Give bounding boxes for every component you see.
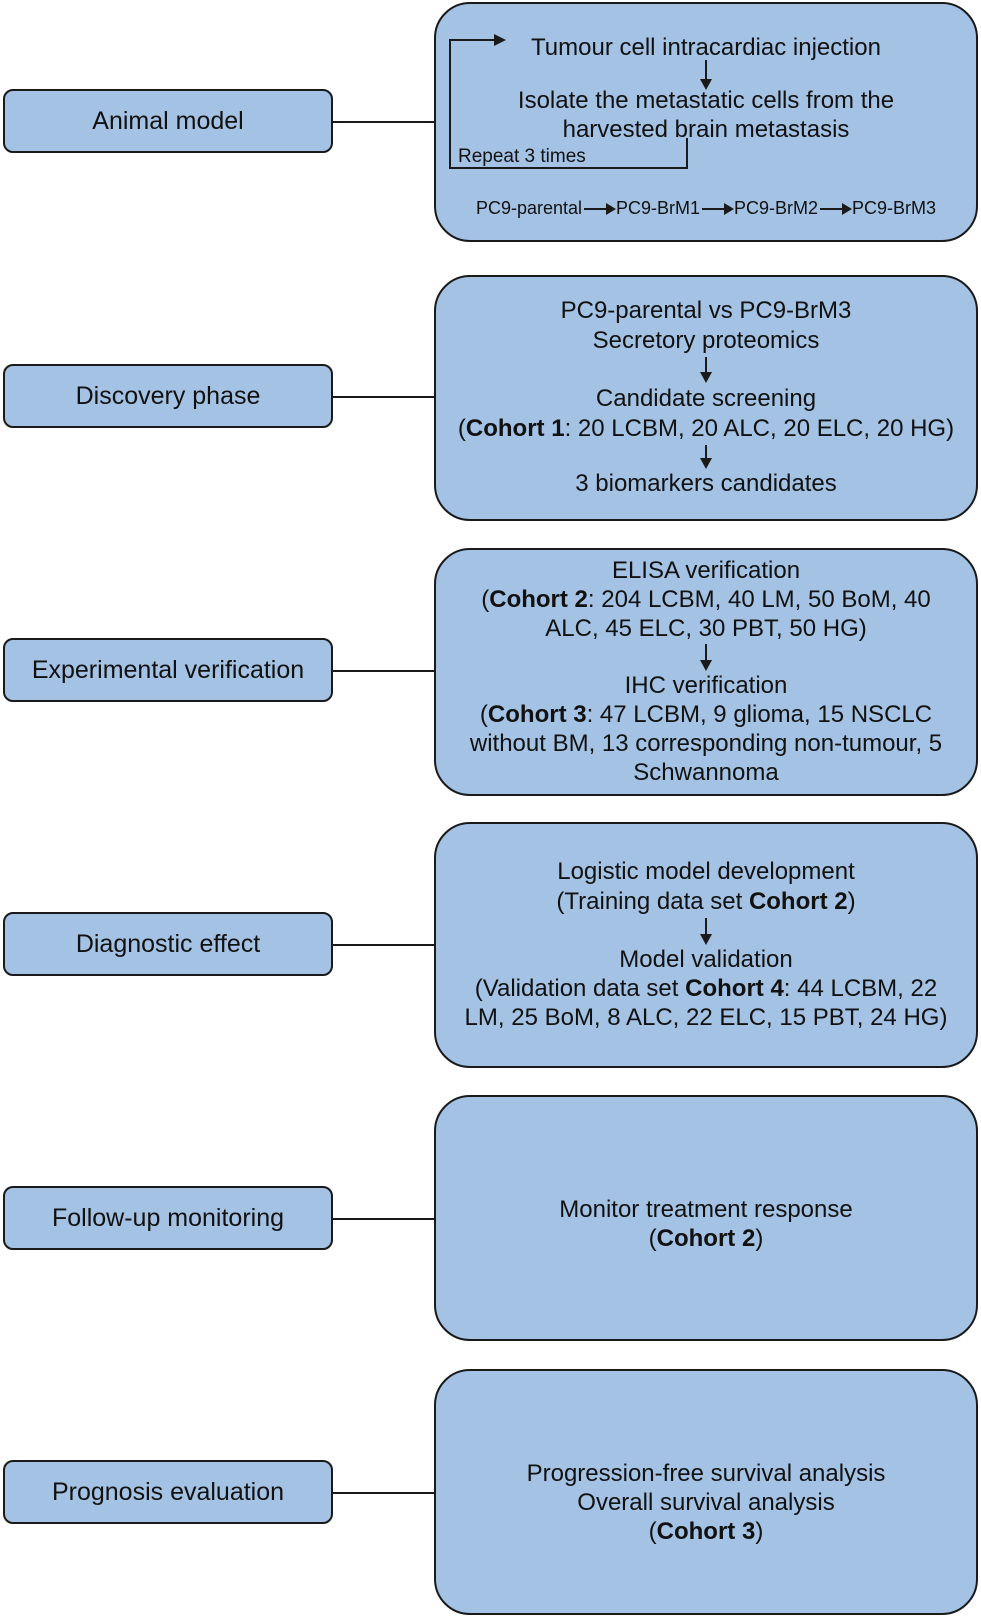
paren: ( [479, 701, 488, 728]
label-text: Diagnostic effect [75, 929, 261, 958]
paren: ) [755, 1518, 764, 1545]
connector-line [333, 1218, 435, 1220]
text-line: Model validation [619, 946, 793, 973]
step-isolate-line2: harvested brain metastasis [562, 116, 850, 143]
cohort-detail: : 20 LCBM, 20 ALC, 20 ELC, 20 HG) [564, 415, 955, 442]
cohort-line: (Cohort 3: 47 LCBM, 9 glioma, 15 NSCLC [436, 700, 976, 730]
text-line: Schwannoma [633, 759, 779, 786]
cohort-line: (Cohort 1: 20 LCBM, 20 ALC, 20 ELC, 20 H… [436, 414, 976, 444]
training-line: (Training data set Cohort 2) [436, 887, 976, 917]
text-line: ELISA verification [611, 557, 801, 584]
text-prefix: (Training data set [556, 888, 749, 915]
detail-box-animal-model: Tumour cell intracardiac injection Isola… [434, 2, 978, 242]
down-arrow [700, 918, 712, 945]
chain-item: PC9-BrM2 [734, 198, 819, 218]
repeat-loop-arrow [448, 33, 688, 169]
detail-box-discovery: PC9-parental vs PC9-BrM3 Secretory prote… [434, 275, 978, 521]
label-text: Experimental verification [31, 655, 305, 684]
text-line: Secretory proteomics [592, 327, 820, 354]
down-arrow [700, 644, 712, 671]
text-line: Progression-free survival analysis [526, 1460, 886, 1487]
text-suffix: : 44 LCBM, 22 [783, 975, 938, 1002]
paren: ( [648, 1225, 657, 1252]
paren: ( [481, 586, 490, 613]
right-arrow [702, 202, 735, 215]
label-text: Prognosis evaluation [51, 1477, 285, 1506]
cohort-name: Cohort 2 [489, 586, 588, 613]
detail-box-diagnostic: Logistic model development (Training dat… [434, 822, 978, 1068]
right-arrow [820, 202, 853, 215]
paren: ( [457, 415, 466, 442]
cohort-line: (Cohort 3) [436, 1517, 976, 1547]
text-line: PC9-parental vs PC9-BrM3 [560, 297, 852, 324]
cohort-name: Cohort 3 [656, 1518, 756, 1545]
text-suffix: ) [847, 888, 856, 915]
connector-line [333, 396, 435, 398]
label-text: Follow-up monitoring [51, 1203, 285, 1232]
label-animal-model: Animal model [3, 89, 333, 153]
cohort-detail: : 47 LCBM, 9 glioma, 15 NSCLC [586, 701, 933, 728]
text-line: LM, 25 BoM, 8 ALC, 22 ELC, 15 PBT, 24 HG… [464, 1004, 948, 1031]
text-line: Logistic model development [557, 858, 855, 885]
cell-line-chain: PC9-parental PC9-BrM1 PC9-BrM2 PC9-BrM3 [436, 198, 976, 219]
cohort-detail: : 204 LCBM, 40 LM, 50 BoM, 40 [587, 586, 931, 613]
text-line: Candidate screening [595, 385, 817, 412]
connector-line [333, 121, 435, 123]
cohort-name: Cohort 2 [656, 1225, 756, 1252]
label-discovery-phase: Discovery phase [3, 364, 333, 428]
label-text: Animal model [92, 106, 244, 135]
text-line: Overall survival analysis [577, 1489, 835, 1516]
validation-line: (Validation data set Cohort 4: 44 LCBM, … [436, 974, 976, 1004]
text-line: without BM, 13 corresponding non-tumour,… [469, 730, 943, 757]
paren: ( [648, 1518, 657, 1545]
step-injection: Tumour cell intracardiac injection [531, 34, 881, 61]
cohort-line: (Cohort 2: 204 LCBM, 40 LM, 50 BoM, 40 [436, 585, 976, 615]
detail-box-prognosis: Progression-free survival analysis Overa… [434, 1369, 978, 1615]
label-experimental-verification: Experimental verification [3, 638, 333, 702]
detail-box-verification: ELISA verification (Cohort 2: 204 LCBM, … [434, 548, 978, 796]
down-arrow [700, 445, 712, 469]
connector-line [333, 1492, 435, 1494]
chain-item: PC9-BrM1 [616, 198, 701, 218]
connector-line [333, 670, 435, 672]
cohort-name: Cohort 1 [465, 415, 565, 442]
text-line: IHC verification [624, 672, 788, 699]
detail-box-follow-up: Monitor treatment response (Cohort 2) [434, 1095, 978, 1341]
down-arrow [700, 357, 712, 383]
label-text: Discovery phase [75, 381, 261, 410]
text-line: ALC, 45 ELC, 30 PBT, 50 HG) [545, 615, 867, 642]
cohort-line: (Cohort 2) [436, 1224, 976, 1254]
label-prognosis-evaluation: Prognosis evaluation [3, 1460, 333, 1524]
paren: ) [755, 1225, 764, 1252]
text-line: 3 biomarkers candidates [575, 470, 837, 497]
right-arrow [584, 202, 616, 215]
text-prefix: (Validation data set [474, 975, 686, 1002]
connector-line [333, 944, 435, 946]
chain-item: PC9-BrM3 [852, 198, 937, 218]
cohort-name: Cohort 2 [748, 888, 848, 915]
down-arrow [700, 60, 712, 90]
chain-item: PC9-parental [475, 198, 582, 218]
repeat-label: Repeat 3 times [458, 146, 586, 167]
cohort-name: Cohort 4 [685, 975, 784, 1002]
cohort-name: Cohort 3 [487, 701, 587, 728]
text-line: Monitor treatment response [559, 1196, 853, 1223]
step-isolate-line1: Isolate the metastatic cells from the [517, 87, 895, 114]
label-diagnostic-effect: Diagnostic effect [3, 912, 333, 976]
label-follow-up-monitoring: Follow-up monitoring [3, 1186, 333, 1250]
